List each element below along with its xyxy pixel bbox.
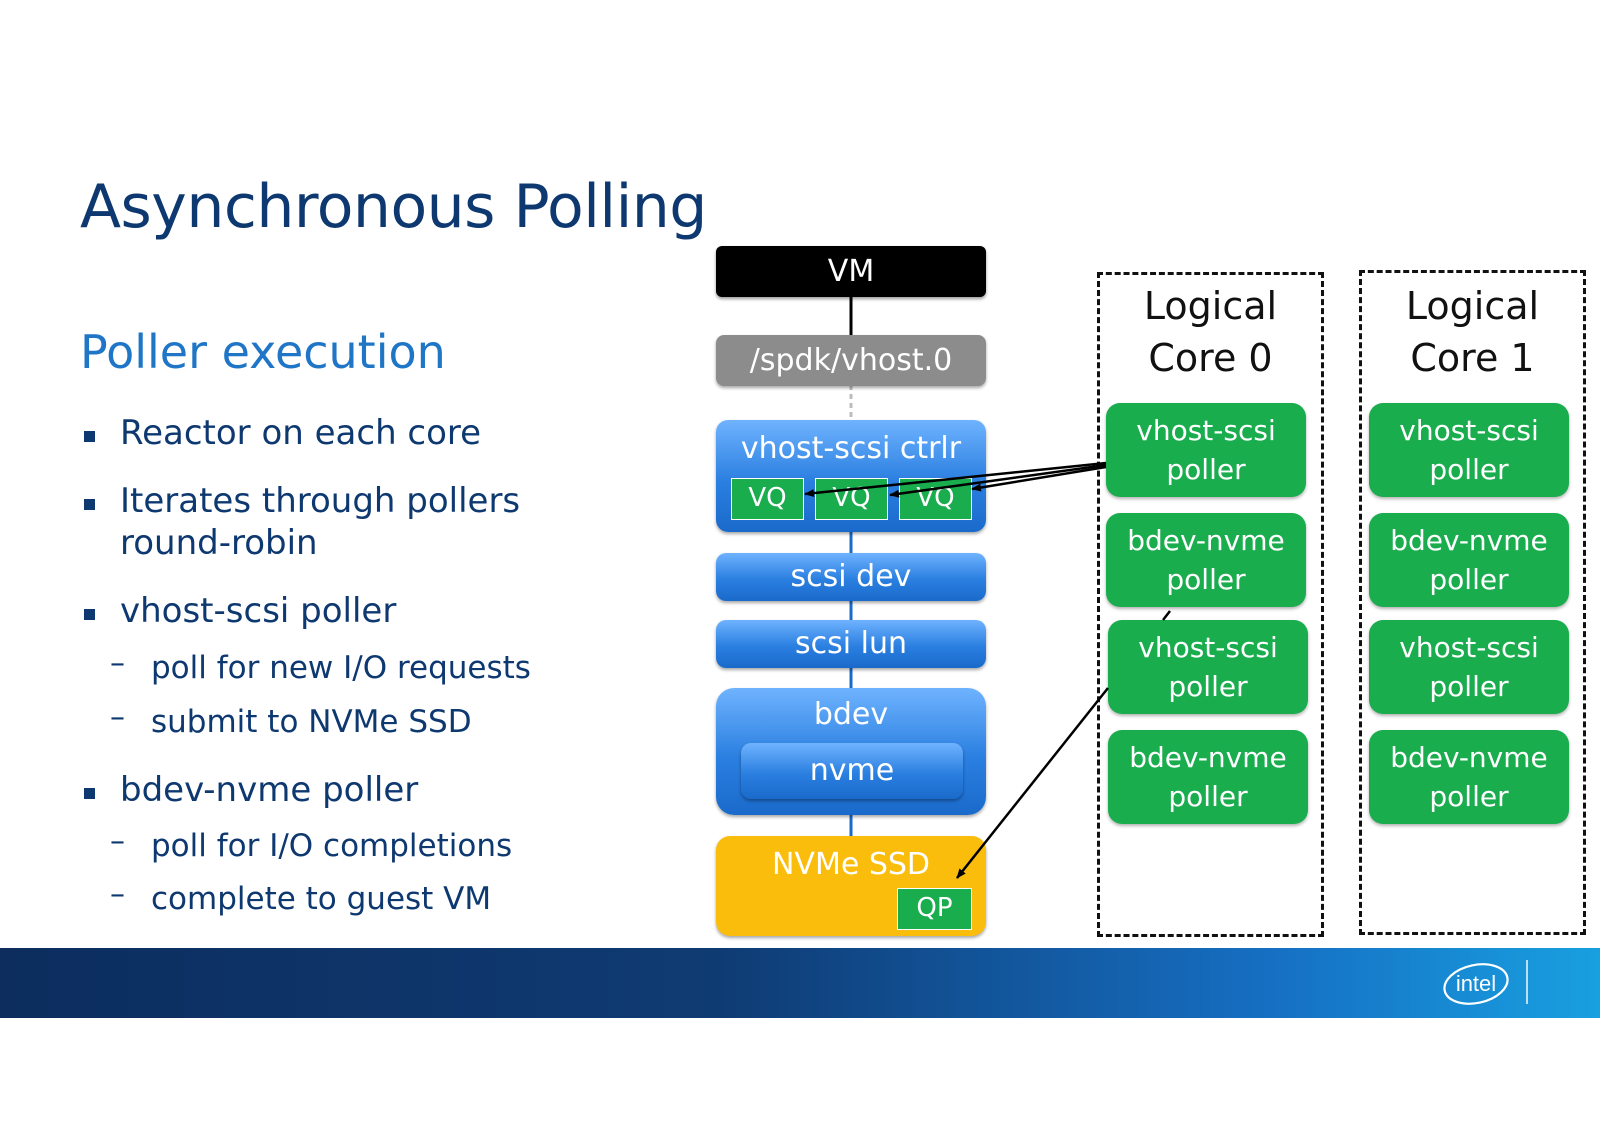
- nvme-label: nvme: [809, 753, 895, 788]
- dash-marker: –: [110, 646, 125, 681]
- core-1-vhost-scsi-poller-2: vhost-scsi poller: [1369, 620, 1569, 714]
- sub-bullet-text: poll for I/O completions: [151, 828, 513, 864]
- bullet-marker: [84, 431, 95, 442]
- core-1-label-line1: Logical: [1405, 284, 1540, 328]
- bullet-marker: [84, 788, 95, 799]
- poller-line1: bdev-nvme: [1390, 741, 1548, 774]
- vhost-path-box: /spdk/vhost.0: [716, 335, 986, 386]
- poller-line2: poller: [1166, 453, 1246, 486]
- intel-logo: intel: [1443, 963, 1509, 1005]
- poller-line2: poller: [1166, 563, 1246, 596]
- scsi-dev-label: scsi dev: [790, 559, 912, 594]
- poller-line2: poller: [1429, 670, 1509, 703]
- core-0-vhost-scsi-poller: vhost-scsi poller: [1106, 403, 1306, 497]
- bullet-marker: [84, 499, 95, 510]
- bullet-text: round-robin: [120, 523, 318, 563]
- poller-line1: vhost-scsi: [1136, 414, 1276, 447]
- poller-line2: poller: [1429, 780, 1509, 813]
- bdev-arrow-stub: [1162, 610, 1171, 621]
- poller-line1: bdev-nvme: [1390, 524, 1548, 557]
- sub-bullet-text: complete to guest VM: [151, 881, 492, 917]
- poller-line1: vhost-scsi: [1399, 414, 1539, 447]
- poll-arrow-vq1: [889, 463, 1107, 498]
- dash-marker: –: [110, 877, 125, 912]
- intel-logo-text: intel: [1456, 971, 1496, 996]
- core-0-label: Logical Core 0: [1097, 280, 1324, 384]
- nvme-ssd-label: NVMe SSD: [771, 847, 931, 882]
- bullet-text: Reactor on each core: [120, 413, 482, 453]
- core-0-label-line1: Logical: [1143, 284, 1278, 328]
- vhost-path-label: /spdk/vhost.0: [749, 343, 953, 378]
- submit-arrow-qp: [956, 687, 1109, 879]
- bullet-text: vhost-scsi poller: [120, 591, 397, 631]
- qp-box: QP: [897, 888, 972, 930]
- vm-label: VM: [827, 254, 875, 289]
- dash-marker: –: [110, 824, 125, 859]
- nvme-box: nvme: [741, 743, 963, 799]
- bdev-label: bdev: [813, 697, 889, 732]
- scsi-lun-box: scsi lun: [716, 620, 986, 668]
- poller-line2: poller: [1429, 453, 1509, 486]
- scsi-lun-label: scsi lun: [795, 626, 907, 661]
- logical-core-0: [1097, 272, 1324, 937]
- ctrlr-label: vhost-scsi ctrlr: [740, 431, 962, 466]
- poller-line1: vhost-scsi: [1399, 631, 1539, 664]
- poller-line2: poller: [1429, 563, 1509, 596]
- poll-arrow-vq0: [804, 461, 1107, 498]
- footer-divider: [1526, 960, 1528, 1004]
- poll-arrow-vq2: [971, 465, 1107, 492]
- core-1-label-line2: Core 1: [1410, 336, 1535, 380]
- core-0-vhost-scsi-poller-2: vhost-scsi poller: [1108, 620, 1308, 714]
- vq-box: VQ: [731, 478, 804, 520]
- poller-line2: poller: [1168, 670, 1248, 703]
- poller-line2: poller: [1168, 780, 1248, 813]
- slide-title: Asynchronous Polling: [80, 172, 707, 242]
- vm-box: VM: [716, 246, 986, 297]
- core-0-label-line2: Core 0: [1148, 336, 1273, 380]
- bullet-marker: [84, 609, 95, 620]
- sub-bullet-text: poll for new I/O requests: [151, 650, 531, 686]
- core-1-bdev-nvme-poller: bdev-nvme poller: [1369, 513, 1569, 607]
- poller-line1: vhost-scsi: [1138, 631, 1278, 664]
- bullet-text: bdev-nvme poller: [120, 770, 419, 810]
- core-0-bdev-nvme-poller-2: bdev-nvme poller: [1108, 730, 1308, 824]
- core-0-bdev-nvme-poller: bdev-nvme poller: [1106, 513, 1306, 607]
- footer-bar: intel: [0, 948, 1600, 1018]
- poller-line1: bdev-nvme: [1129, 741, 1287, 774]
- scsi-dev-box: scsi dev: [716, 553, 986, 601]
- core-1-bdev-nvme-poller-2: bdev-nvme poller: [1369, 730, 1569, 824]
- poller-line1: bdev-nvme: [1127, 524, 1285, 557]
- sub-bullet-text: submit to NVMe SSD: [151, 704, 472, 740]
- dash-marker: –: [110, 700, 125, 735]
- bullet-text: Iterates through pollers: [120, 481, 521, 521]
- logical-core-1: [1359, 270, 1586, 935]
- core-1-vhost-scsi-poller: vhost-scsi poller: [1369, 403, 1569, 497]
- slide-subtitle: Poller execution: [80, 325, 446, 379]
- core-1-label: Logical Core 1: [1359, 280, 1586, 384]
